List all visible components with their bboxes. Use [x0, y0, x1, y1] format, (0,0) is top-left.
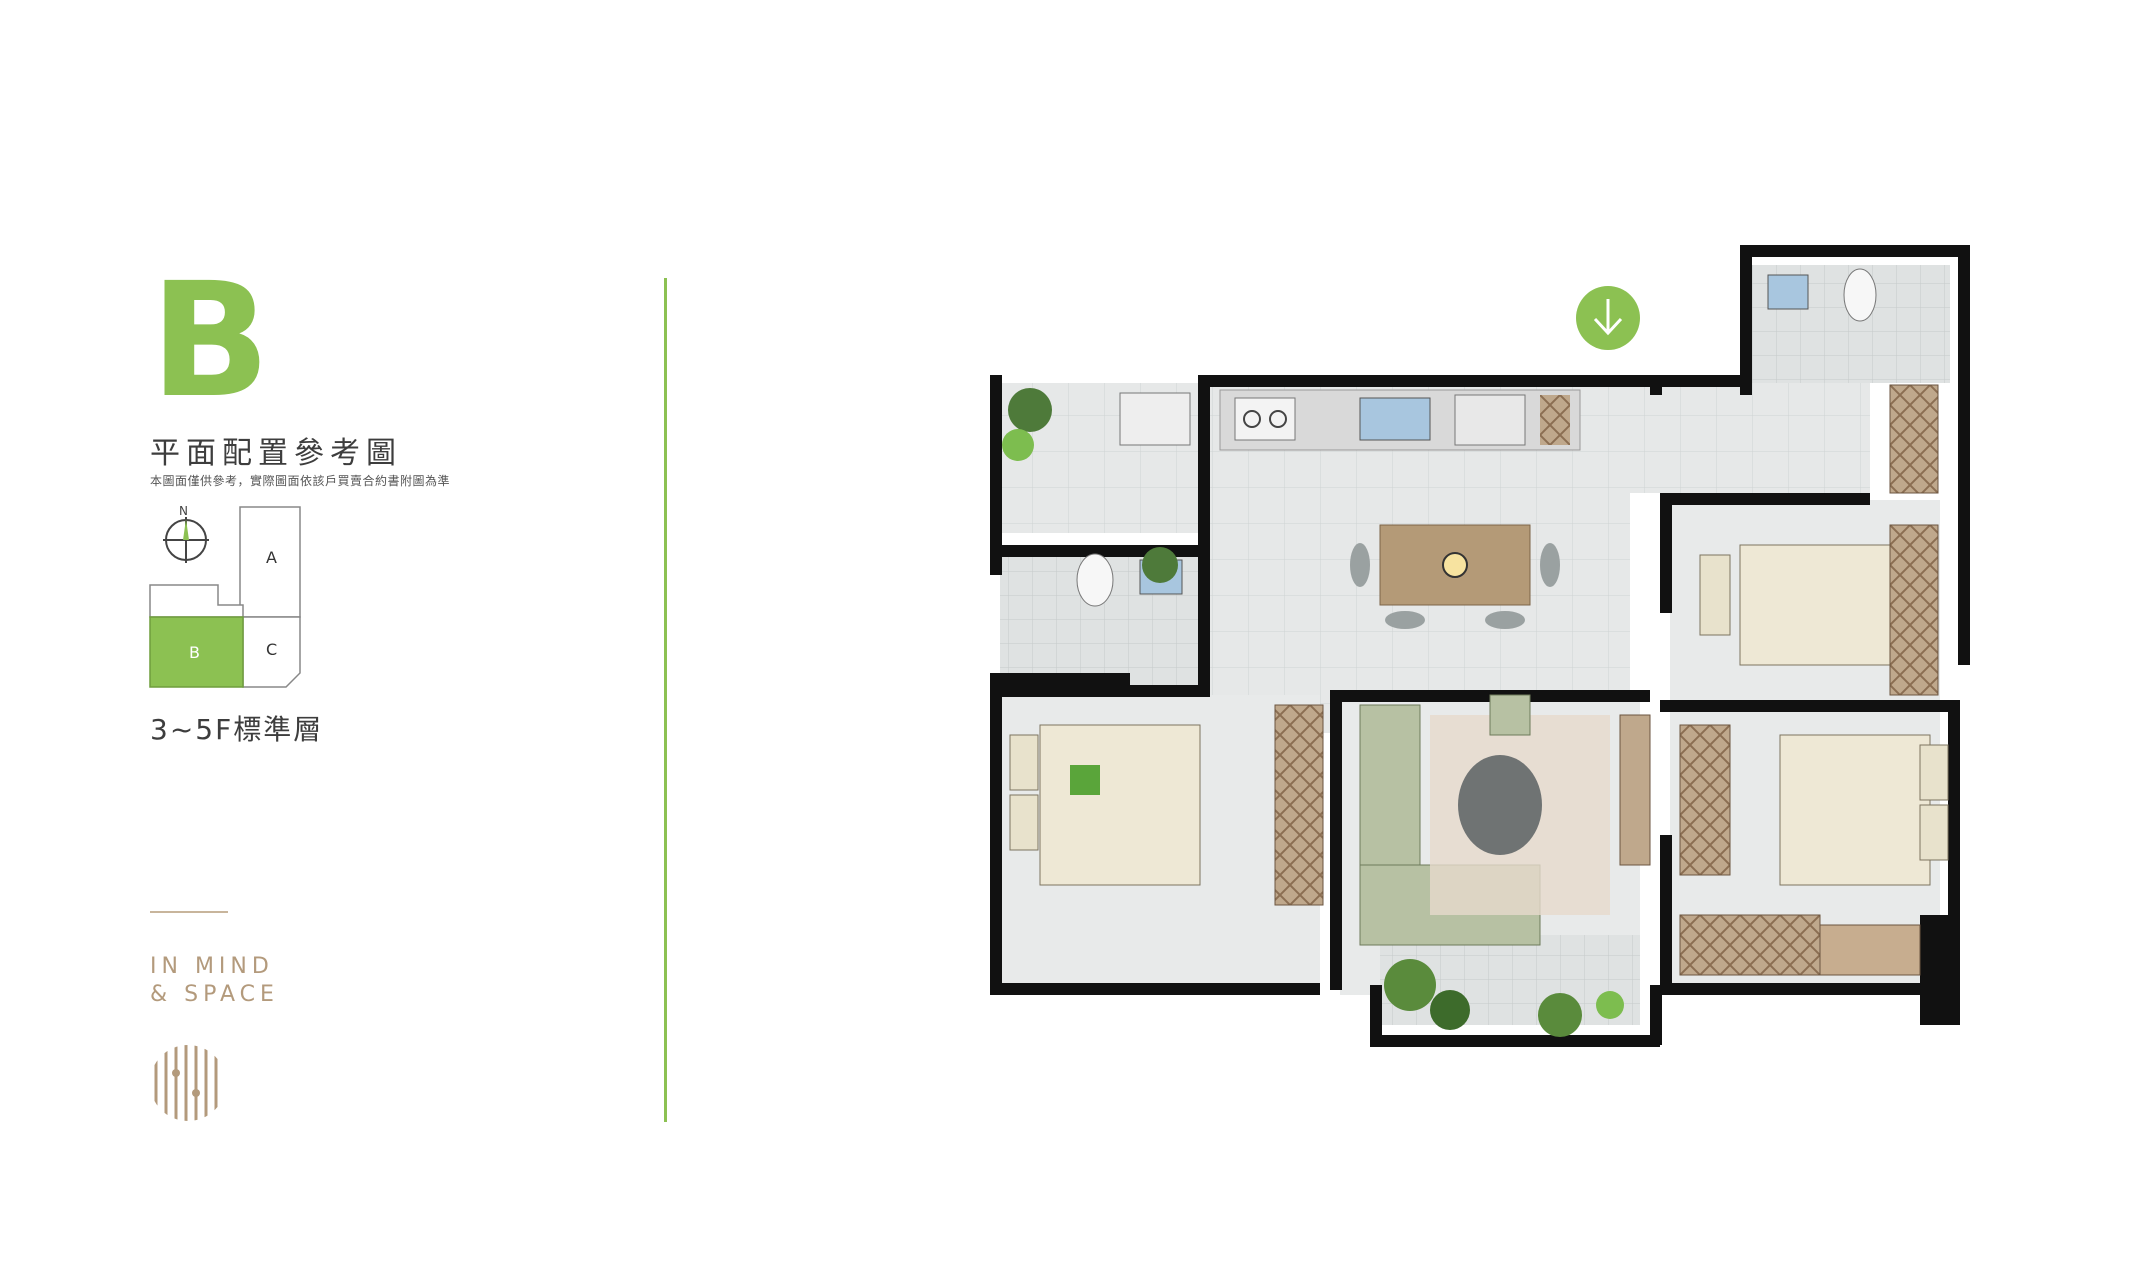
- floor-label: 3~5F標準層: [150, 713, 324, 746]
- vertical-divider: [664, 278, 667, 1122]
- tagline-line-1: IN MIND: [150, 954, 274, 979]
- key-unit-b-label: B: [189, 643, 200, 662]
- key-unit-c-label: C: [266, 640, 277, 659]
- entry-arrow-icon: [1576, 286, 1640, 350]
- hall-floor: [1630, 383, 1870, 493]
- unit-letter: B: [150, 249, 270, 433]
- key-unit-a-label: A: [266, 548, 277, 567]
- north-label: N: [179, 505, 188, 518]
- divider-short: [150, 911, 228, 913]
- brand-tagline: IN MIND & SPACE: [150, 953, 279, 1009]
- key-unit-b: [149, 616, 244, 688]
- compass-icon: N: [163, 505, 209, 563]
- floor-plan: [990, 245, 1970, 1047]
- living-room-furniture: [1359, 694, 1651, 946]
- desk: [1819, 924, 1921, 976]
- dining-table: [1350, 524, 1560, 629]
- walls: [990, 245, 1970, 1047]
- striped-circle-logo: [154, 1045, 218, 1121]
- disclaimer-text: 本圖面僅供參考，實際圖面依該戶買賣合約書附圖為準: [150, 474, 451, 488]
- kitchen-counter: [1119, 389, 1581, 451]
- beds: [1009, 544, 1949, 886]
- wardrobes: [1274, 384, 1939, 976]
- plants: [1002, 388, 1624, 1037]
- plan-title: 平面配置參考圖: [150, 436, 402, 471]
- tagline-line-2: & SPACE: [150, 982, 279, 1007]
- key-plan: N A C B: [149, 505, 301, 688]
